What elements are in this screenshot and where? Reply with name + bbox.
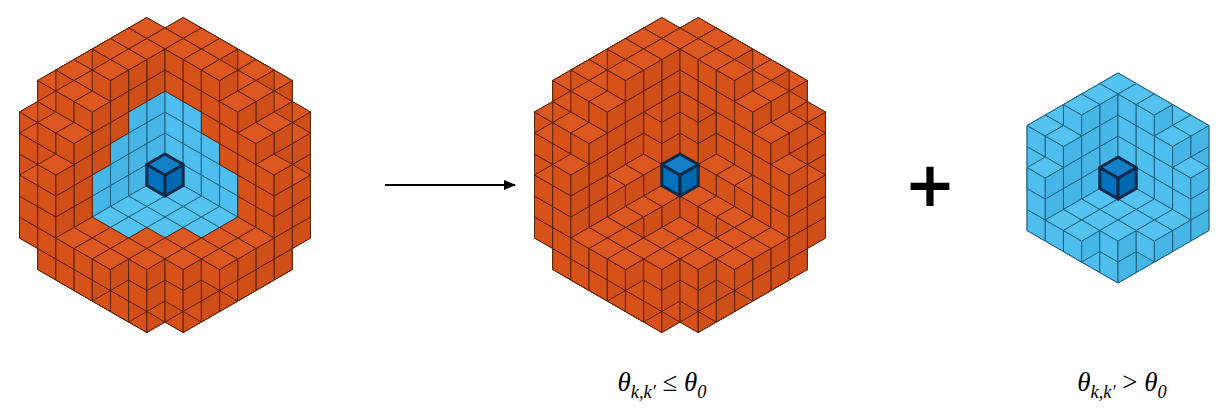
voxel-face	[680, 249, 716, 270]
voxel-face	[644, 249, 680, 270]
voxel-face	[1063, 220, 1099, 241]
condition-label: θk,k′ > θ0	[1077, 367, 1166, 402]
voxel-face	[38, 154, 74, 175]
voxel-face	[1027, 157, 1063, 178]
voxel-face	[92, 60, 128, 81]
voxel-face	[571, 123, 607, 144]
voxel-face	[238, 123, 274, 144]
voxel-face	[553, 154, 589, 175]
voxel-face	[735, 91, 771, 112]
voxel-face	[92, 249, 128, 270]
voxel-face	[1173, 157, 1209, 178]
voxel-face	[1136, 220, 1172, 241]
voxel-face	[201, 60, 237, 81]
voxel-face	[1100, 157, 1136, 178]
voxel-face	[256, 154, 292, 175]
plus-sign: +	[904, 154, 956, 216]
voxel-face	[1154, 126, 1190, 147]
voxel-face	[56, 123, 92, 144]
voxel-face	[165, 249, 201, 270]
voxel-face	[147, 154, 183, 175]
voxel-face	[129, 249, 165, 270]
inner-voxel-ball	[1027, 73, 1209, 283]
voxel-face	[74, 91, 110, 112]
voxel-face	[220, 91, 256, 112]
full-voxel-ball	[20, 18, 311, 333]
condition-label: θk,k′ ≤ θ0	[618, 367, 707, 402]
voxel-face	[771, 154, 807, 175]
voxel-face	[607, 249, 643, 270]
voxel-face	[1045, 126, 1081, 147]
voxel-face	[1063, 94, 1099, 115]
voxel-face	[753, 123, 789, 144]
voxel-face	[1100, 220, 1136, 241]
transform-arrow	[385, 184, 515, 186]
voxel-face	[589, 91, 625, 112]
voxel-face	[662, 154, 698, 175]
voxel-face	[716, 60, 752, 81]
voxel-face	[201, 249, 237, 270]
voxel-face	[716, 249, 752, 270]
outer-voxel-shell	[535, 18, 826, 333]
voxel-face	[1136, 94, 1172, 115]
voxel-face	[607, 60, 643, 81]
